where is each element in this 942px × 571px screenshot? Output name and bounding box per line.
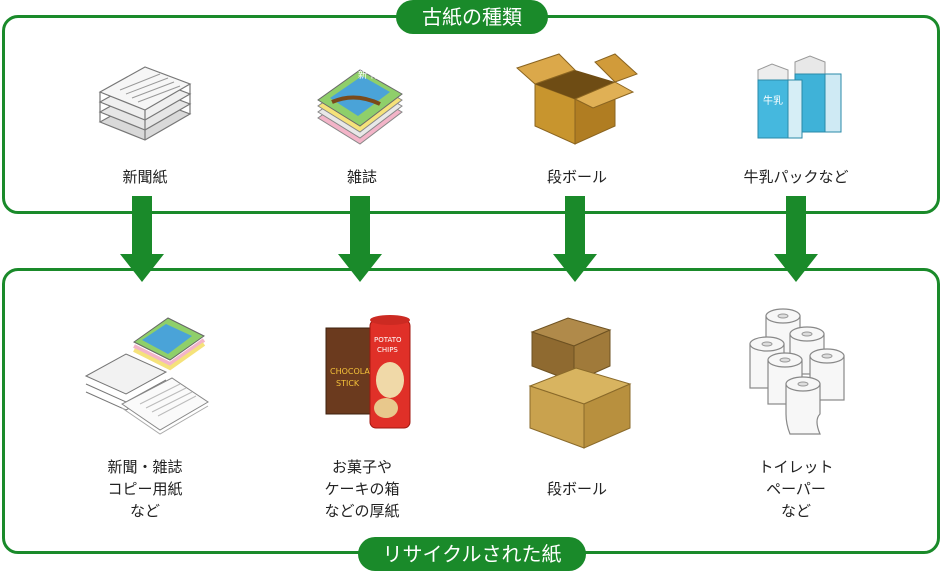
label-line: などの厚紙 — [324, 502, 400, 520]
arrow-down-1 — [120, 196, 164, 282]
chips-can-text-2: CHIPS — [377, 346, 398, 354]
label-milk-carton: 牛乳パックなど — [743, 168, 849, 186]
label-line: 段ボール — [546, 480, 607, 498]
milk-carton-icon: 牛乳 — [757, 55, 842, 139]
arrow-down-4 — [774, 196, 818, 282]
label-line: 新聞・雑誌 — [107, 458, 183, 476]
milk-carton-text: 牛乳 — [763, 94, 783, 107]
toilet-paper-rolls-icon — [749, 308, 845, 435]
label-newspaper: 新聞紙 — [122, 168, 168, 186]
label-line: トイレット — [758, 458, 834, 476]
label-recycled-newspaper: 新聞・雑誌 コピー用紙 など — [65, 456, 225, 522]
label-line: など — [129, 502, 160, 520]
label-line: ケーキの箱 — [324, 480, 400, 498]
label-line: お菓子や — [331, 458, 392, 476]
label-cardboard: 段ボール — [546, 168, 607, 186]
paper-types-title: 古紙の種類 — [396, 0, 548, 34]
chocolate-box-text-2: STICK — [336, 379, 360, 388]
label-line: コピー用紙 — [107, 480, 183, 498]
closed-cardboard-boxes-icon — [528, 317, 632, 449]
newspaper-magazine-copy-paper-icon — [84, 317, 209, 435]
chips-can-text-1: POTATO — [374, 336, 402, 344]
label-magazine: 雑誌 — [346, 168, 377, 186]
chocolate-box-text-1: CHOCOLATE — [330, 367, 379, 376]
magazine-cover-text: 新 行 — [358, 69, 379, 81]
label-line: など — [780, 502, 811, 520]
magazine-stack-icon: 新 行 — [317, 69, 403, 145]
label-recycled-toilet-paper: トイレット ペーパー など — [716, 456, 876, 522]
label-line: ペーパー — [766, 480, 826, 498]
arrow-down-2 — [338, 196, 382, 282]
open-cardboard-box-icon — [516, 53, 638, 145]
recycled-paper-title: リサイクルされた紙 — [358, 537, 586, 571]
snack-boxes-icon: CHOCOLATE STICK POTATO CHIPS — [325, 315, 411, 429]
newspaper-stack-icon — [98, 66, 192, 141]
arrow-down-3 — [553, 196, 597, 282]
label-recycled-paperboard: お菓子や ケーキの箱 などの厚紙 — [282, 456, 442, 522]
label-recycled-cardboard: 段ボール — [497, 478, 657, 500]
